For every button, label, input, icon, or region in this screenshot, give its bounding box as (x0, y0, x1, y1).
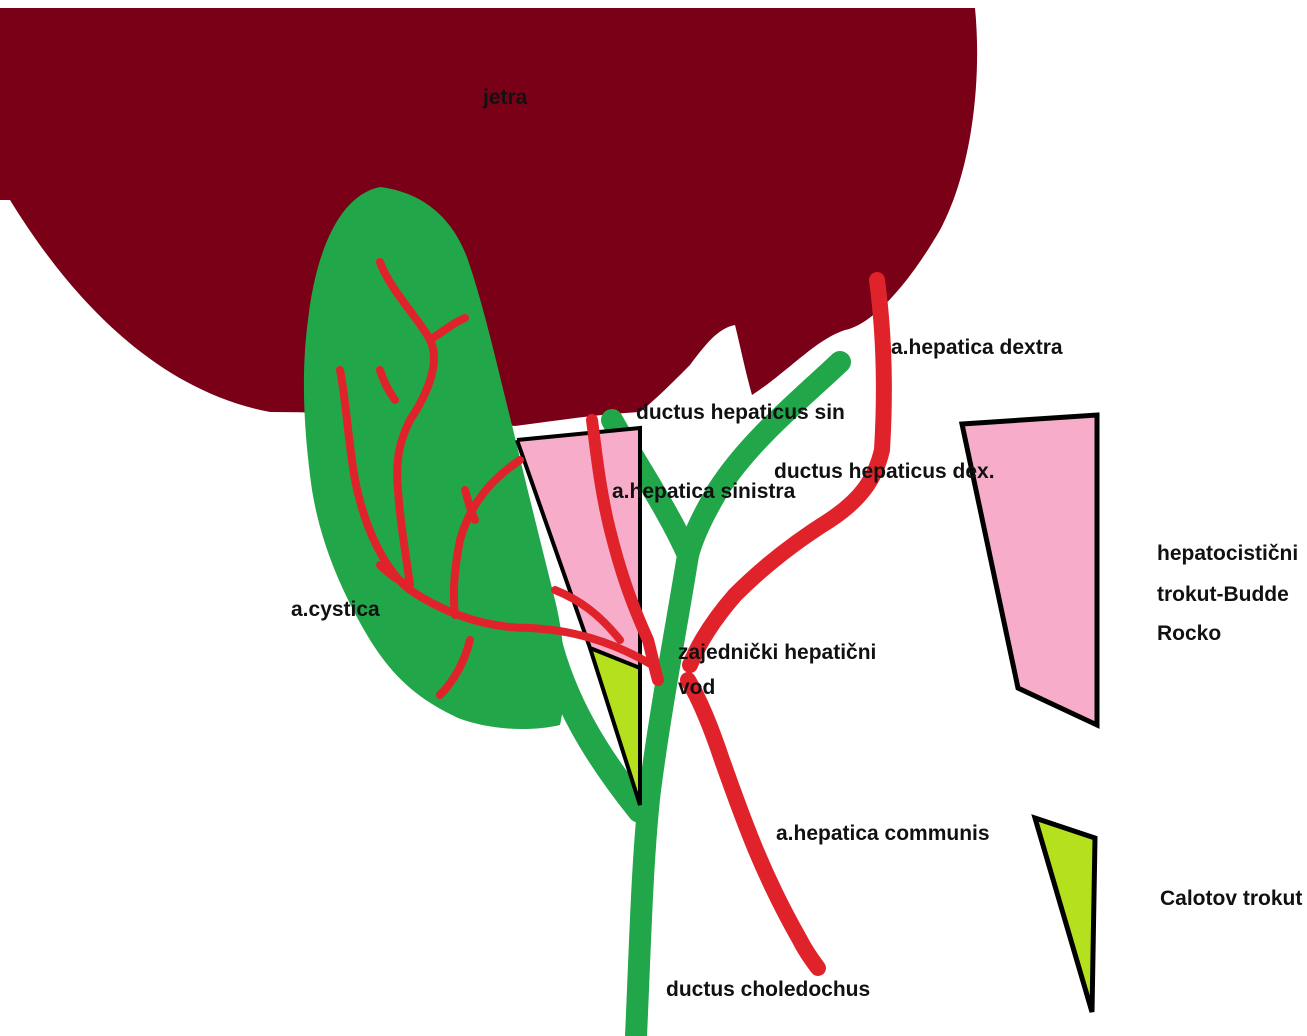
label-right-hepatic-duct: ductus hepaticus dex. (774, 460, 995, 483)
label-liver: jetra (482, 86, 528, 109)
label-common-bile-duct: ductus choledochus (666, 978, 870, 1001)
label-common-hepatic-duct-2: vod (678, 676, 715, 699)
label-cystic-artery: a.cystica (291, 598, 380, 621)
label-common-hepatic-artery: a.hepatica communis (776, 822, 990, 845)
label-right-hepatic-artery: a.hepatica dextra (891, 336, 1063, 359)
legend-calot-swatch (1035, 818, 1095, 1012)
legend-calot-label: Calotov trokut (1160, 887, 1302, 910)
label-common-hepatic-duct-1: zajednički hepatični (678, 641, 876, 664)
label-left-hepatic-artery: a.hepatica sinistra (612, 480, 796, 503)
legend-hepatocystic-line-1: hepatocistični (1157, 542, 1298, 565)
label-left-hepatic-duct: ductus hepaticus sin (636, 401, 845, 424)
legend-hepatocystic-line-3: Rocko (1157, 622, 1221, 645)
legend-hepatocystic-line-2: trokut-Budde (1157, 583, 1289, 606)
common-bile-duct (636, 790, 650, 1036)
